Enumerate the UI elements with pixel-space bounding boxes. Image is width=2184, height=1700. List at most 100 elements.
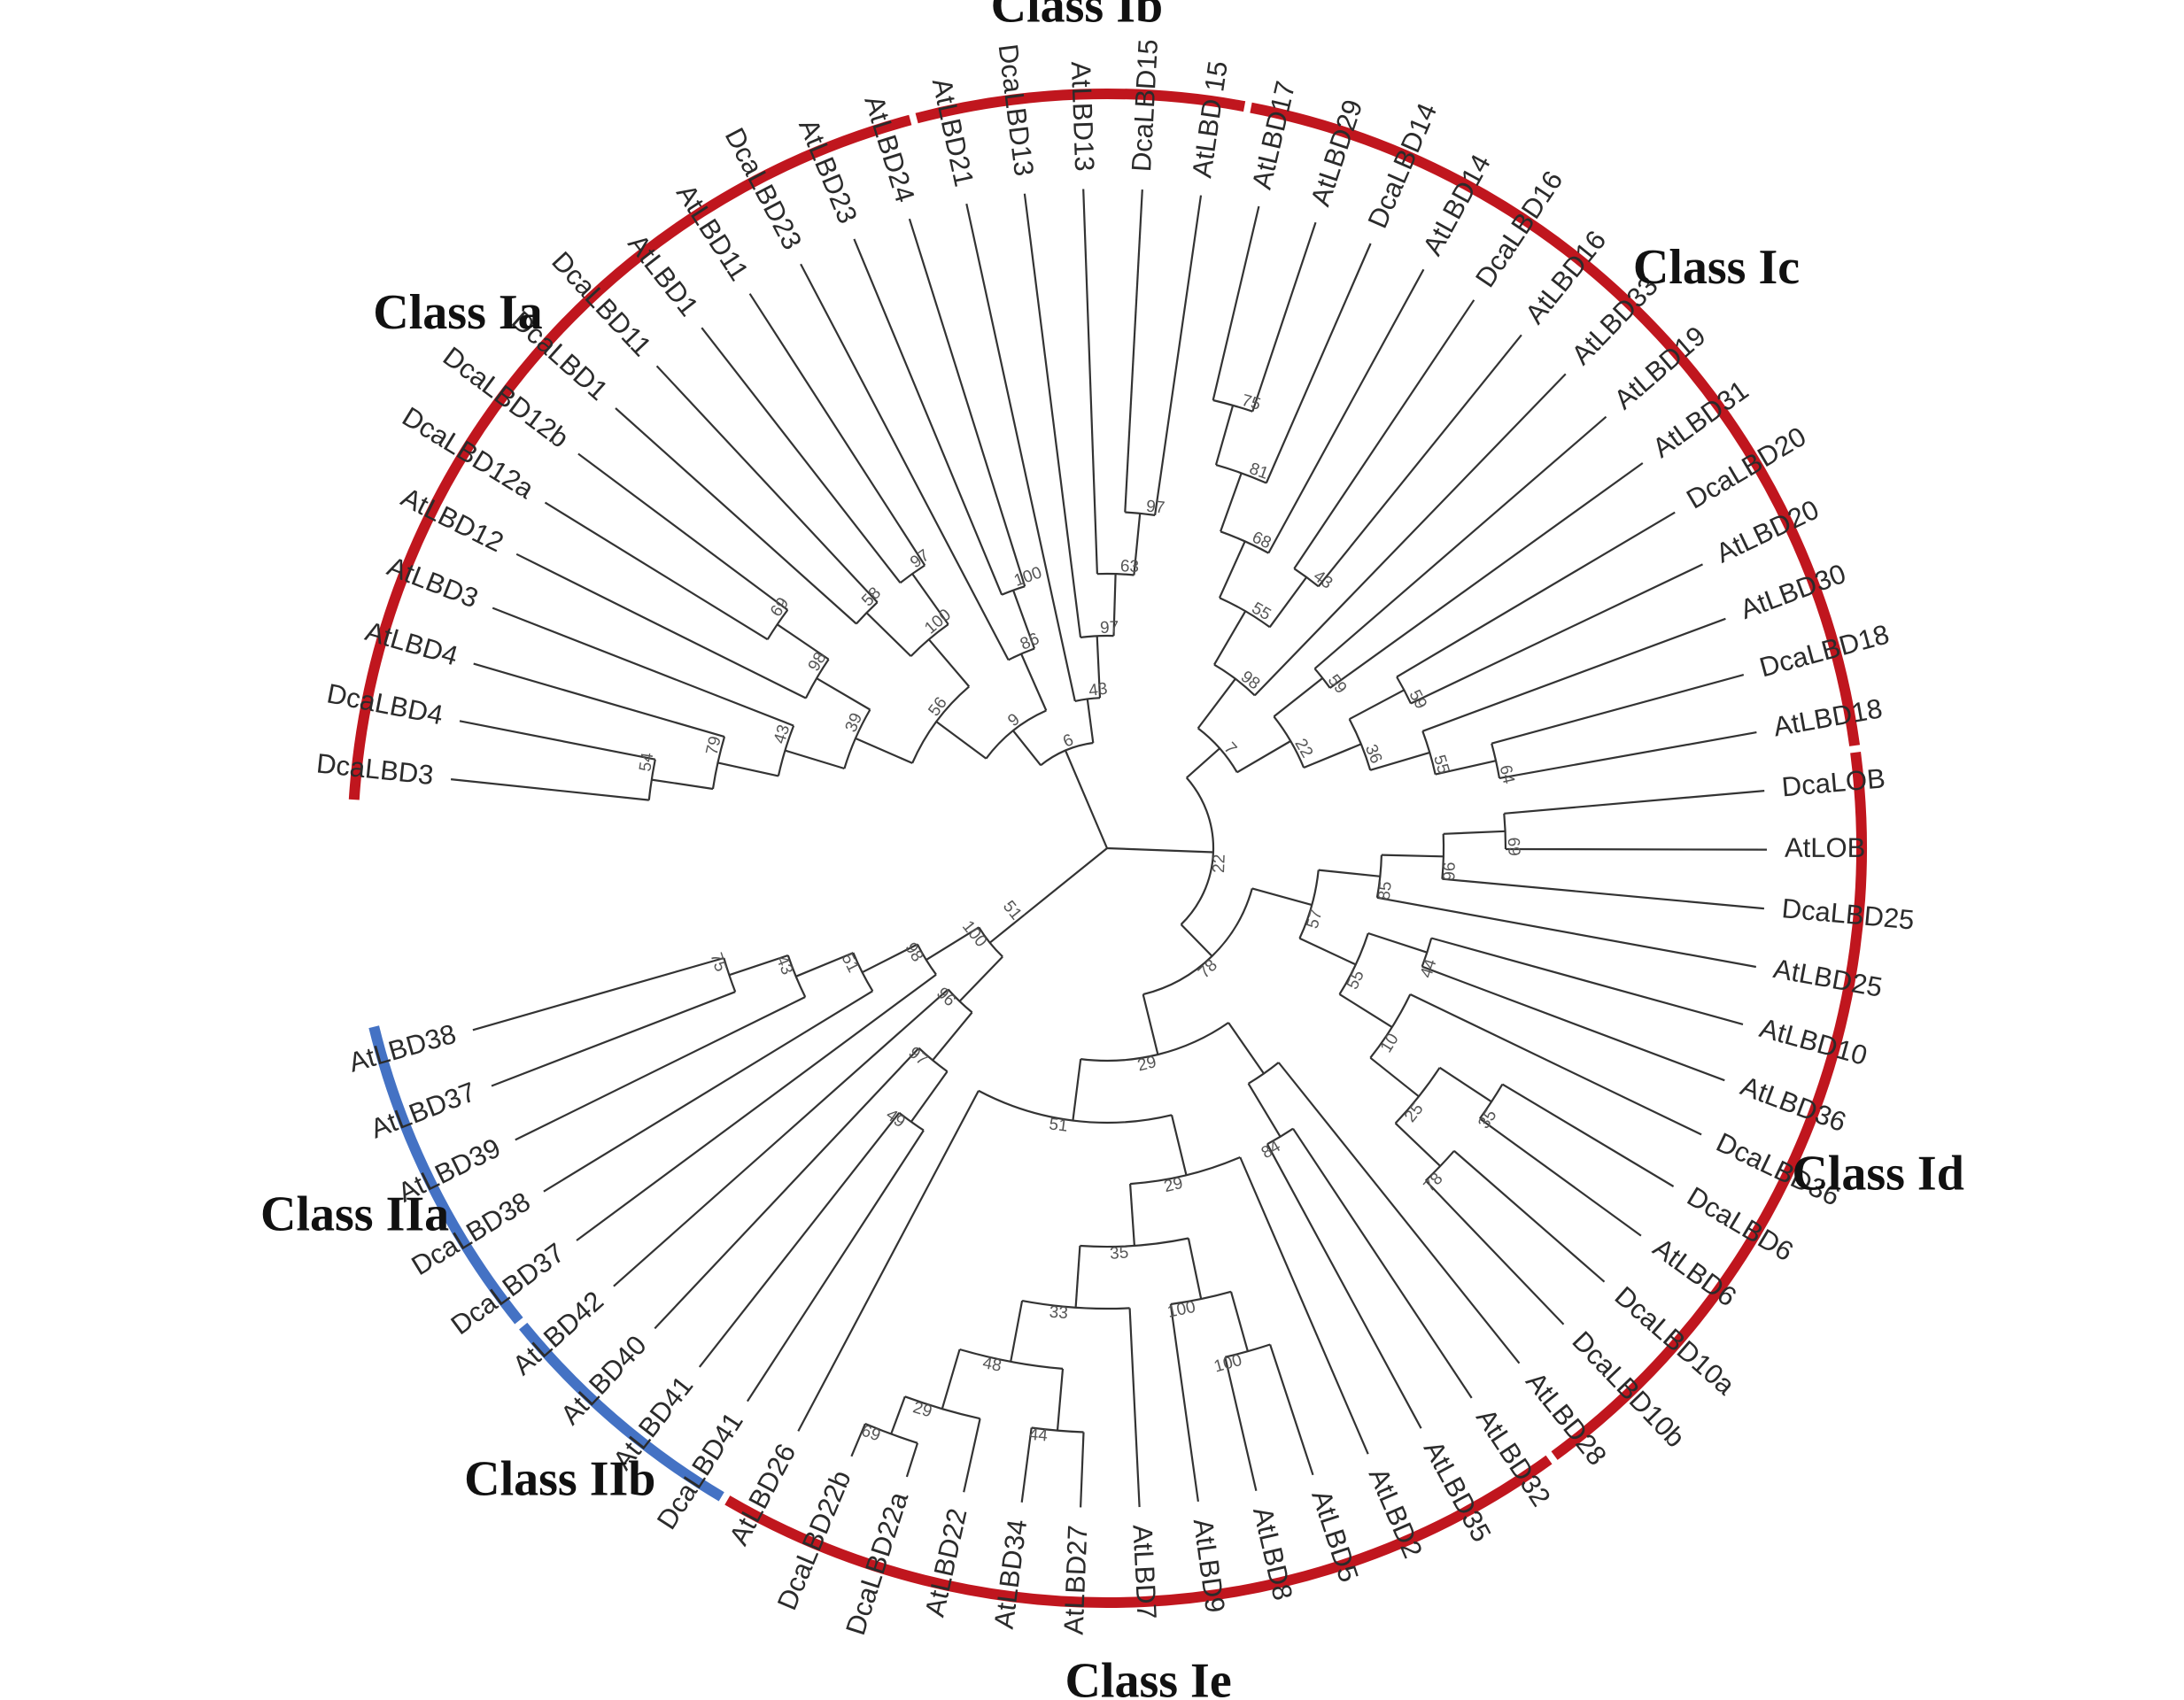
- branch-radial: [910, 1070, 949, 1123]
- branch-radial: [1435, 760, 1497, 776]
- branch-arc: [1396, 676, 1412, 704]
- bootstrap-value: 100: [1166, 1298, 1197, 1322]
- branch-radial: [1212, 205, 1260, 401]
- branch-arc: [1266, 1127, 1294, 1146]
- tree-branches: [450, 189, 1768, 1508]
- branch-arc: [1080, 634, 1114, 638]
- branch-arc: [899, 564, 925, 584]
- tip-label: AtLBD18: [1771, 692, 1885, 742]
- branch-arc: [1225, 1343, 1271, 1358]
- bootstrap-value: 39: [842, 710, 867, 735]
- branch-radial: [795, 952, 854, 978]
- branch-radial: [1180, 923, 1213, 957]
- branch-radial: [1187, 1238, 1203, 1300]
- branch-radial: [932, 1011, 973, 1062]
- branch-arc: [1040, 741, 1094, 767]
- branch-radial: [1453, 1149, 1606, 1283]
- bootstrap-value: 97: [1145, 498, 1166, 518]
- class-arc: [368, 1025, 523, 1325]
- class-label: Class Ic: [1633, 240, 1800, 295]
- tip-label: AtLBD22: [919, 1505, 973, 1619]
- branch-arc: [852, 952, 874, 992]
- bootstrap-value: 44: [1028, 1426, 1049, 1446]
- branch-radial: [965, 203, 1076, 702]
- bootstrap-value: 35: [1109, 1243, 1129, 1263]
- branch-radial: [911, 573, 949, 625]
- branch-radial: [1106, 846, 1213, 854]
- bootstrap-value: 97: [1100, 618, 1119, 638]
- branch-radial: [729, 954, 789, 977]
- branch-radial: [1020, 1427, 1033, 1503]
- branch-arc: [1421, 730, 1437, 775]
- branch-radial: [1239, 1156, 1369, 1455]
- branch-arc: [1293, 568, 1320, 588]
- branch-radial: [1096, 636, 1102, 699]
- branch-radial: [544, 501, 769, 641]
- class-arcs: [348, 88, 1867, 1608]
- branch-radial: [577, 452, 788, 611]
- branch-radial: [890, 1395, 906, 1434]
- branch-radial: [1020, 653, 1048, 711]
- tip-label: AtLBD36: [1737, 1070, 1850, 1138]
- branch-radial: [1154, 195, 1203, 516]
- bootstrap-value: 96: [1440, 862, 1460, 881]
- bootstrap-value: 43: [771, 722, 794, 746]
- bootstrap-value: 64: [1496, 763, 1518, 786]
- bootstrap-value: 97: [907, 546, 933, 572]
- branch-arc: [1080, 1022, 1229, 1062]
- branch-radial: [1142, 993, 1159, 1055]
- tip-label: DcaLBD13: [993, 42, 1041, 178]
- branch-arc: [1001, 585, 1026, 596]
- tip-label: AtLBD21: [926, 75, 980, 189]
- branch-radial: [1265, 243, 1372, 483]
- branch-radial: [1298, 937, 1357, 966]
- branch-radial: [1012, 730, 1042, 766]
- branch-radial: [613, 988, 949, 1287]
- branch-radial: [855, 737, 913, 764]
- branch-radial: [1421, 965, 1725, 1082]
- branch-radial: [1197, 678, 1236, 730]
- branch-radial: [1268, 576, 1308, 628]
- branch-radial: [1056, 1368, 1065, 1431]
- branch-radial: [1023, 847, 1108, 916]
- branch-radial: [1505, 847, 1768, 851]
- tip-label: AtLBD38: [345, 1018, 460, 1078]
- branch-arc: [1080, 1237, 1189, 1248]
- branch-arc: [1248, 1062, 1280, 1085]
- bootstrap-value: 79: [703, 735, 725, 757]
- branch-radial: [1438, 1066, 1492, 1103]
- branch-radial: [1082, 189, 1098, 575]
- class-label: Class IIa: [260, 1187, 449, 1242]
- branch-radial: [1369, 751, 1430, 771]
- branch-radial: [1329, 462, 1644, 689]
- bootstrap-value: 78: [1421, 1170, 1447, 1196]
- branch-radial: [1293, 299, 1475, 569]
- branch-radial: [1072, 1058, 1082, 1121]
- branch-radial: [1409, 993, 1702, 1136]
- branch-arc: [1021, 1300, 1130, 1310]
- class-label: Class Id: [1792, 1146, 1964, 1201]
- tip-label: AtLBD30: [1736, 558, 1849, 625]
- branch-arc: [978, 926, 1003, 958]
- branch-radial: [1442, 877, 1765, 910]
- branch-arc: [1125, 511, 1156, 516]
- branch-radial: [491, 991, 736, 1087]
- branch-arc: [1215, 464, 1267, 484]
- branch-radial: [800, 263, 1010, 661]
- bootstrap-value: 43: [772, 953, 796, 978]
- branch-radial: [1430, 937, 1744, 1025]
- branch-radial: [1425, 1179, 1565, 1325]
- tip-label: DcaLBD15: [1126, 38, 1164, 173]
- bootstrap-value: 25: [1401, 1100, 1428, 1126]
- bootstrap-value: 22: [1290, 736, 1316, 761]
- class-arc: [724, 1455, 1553, 1608]
- branch-arc: [786, 954, 807, 998]
- branch-radial: [1170, 1115, 1188, 1176]
- bootstrap-value: 29: [1162, 1174, 1184, 1196]
- class-arc: [348, 114, 912, 800]
- branch-radial: [941, 1348, 961, 1410]
- bootstrap-value: 54: [636, 751, 657, 772]
- branch-arc: [1180, 777, 1215, 925]
- branch-radial: [958, 955, 1003, 1002]
